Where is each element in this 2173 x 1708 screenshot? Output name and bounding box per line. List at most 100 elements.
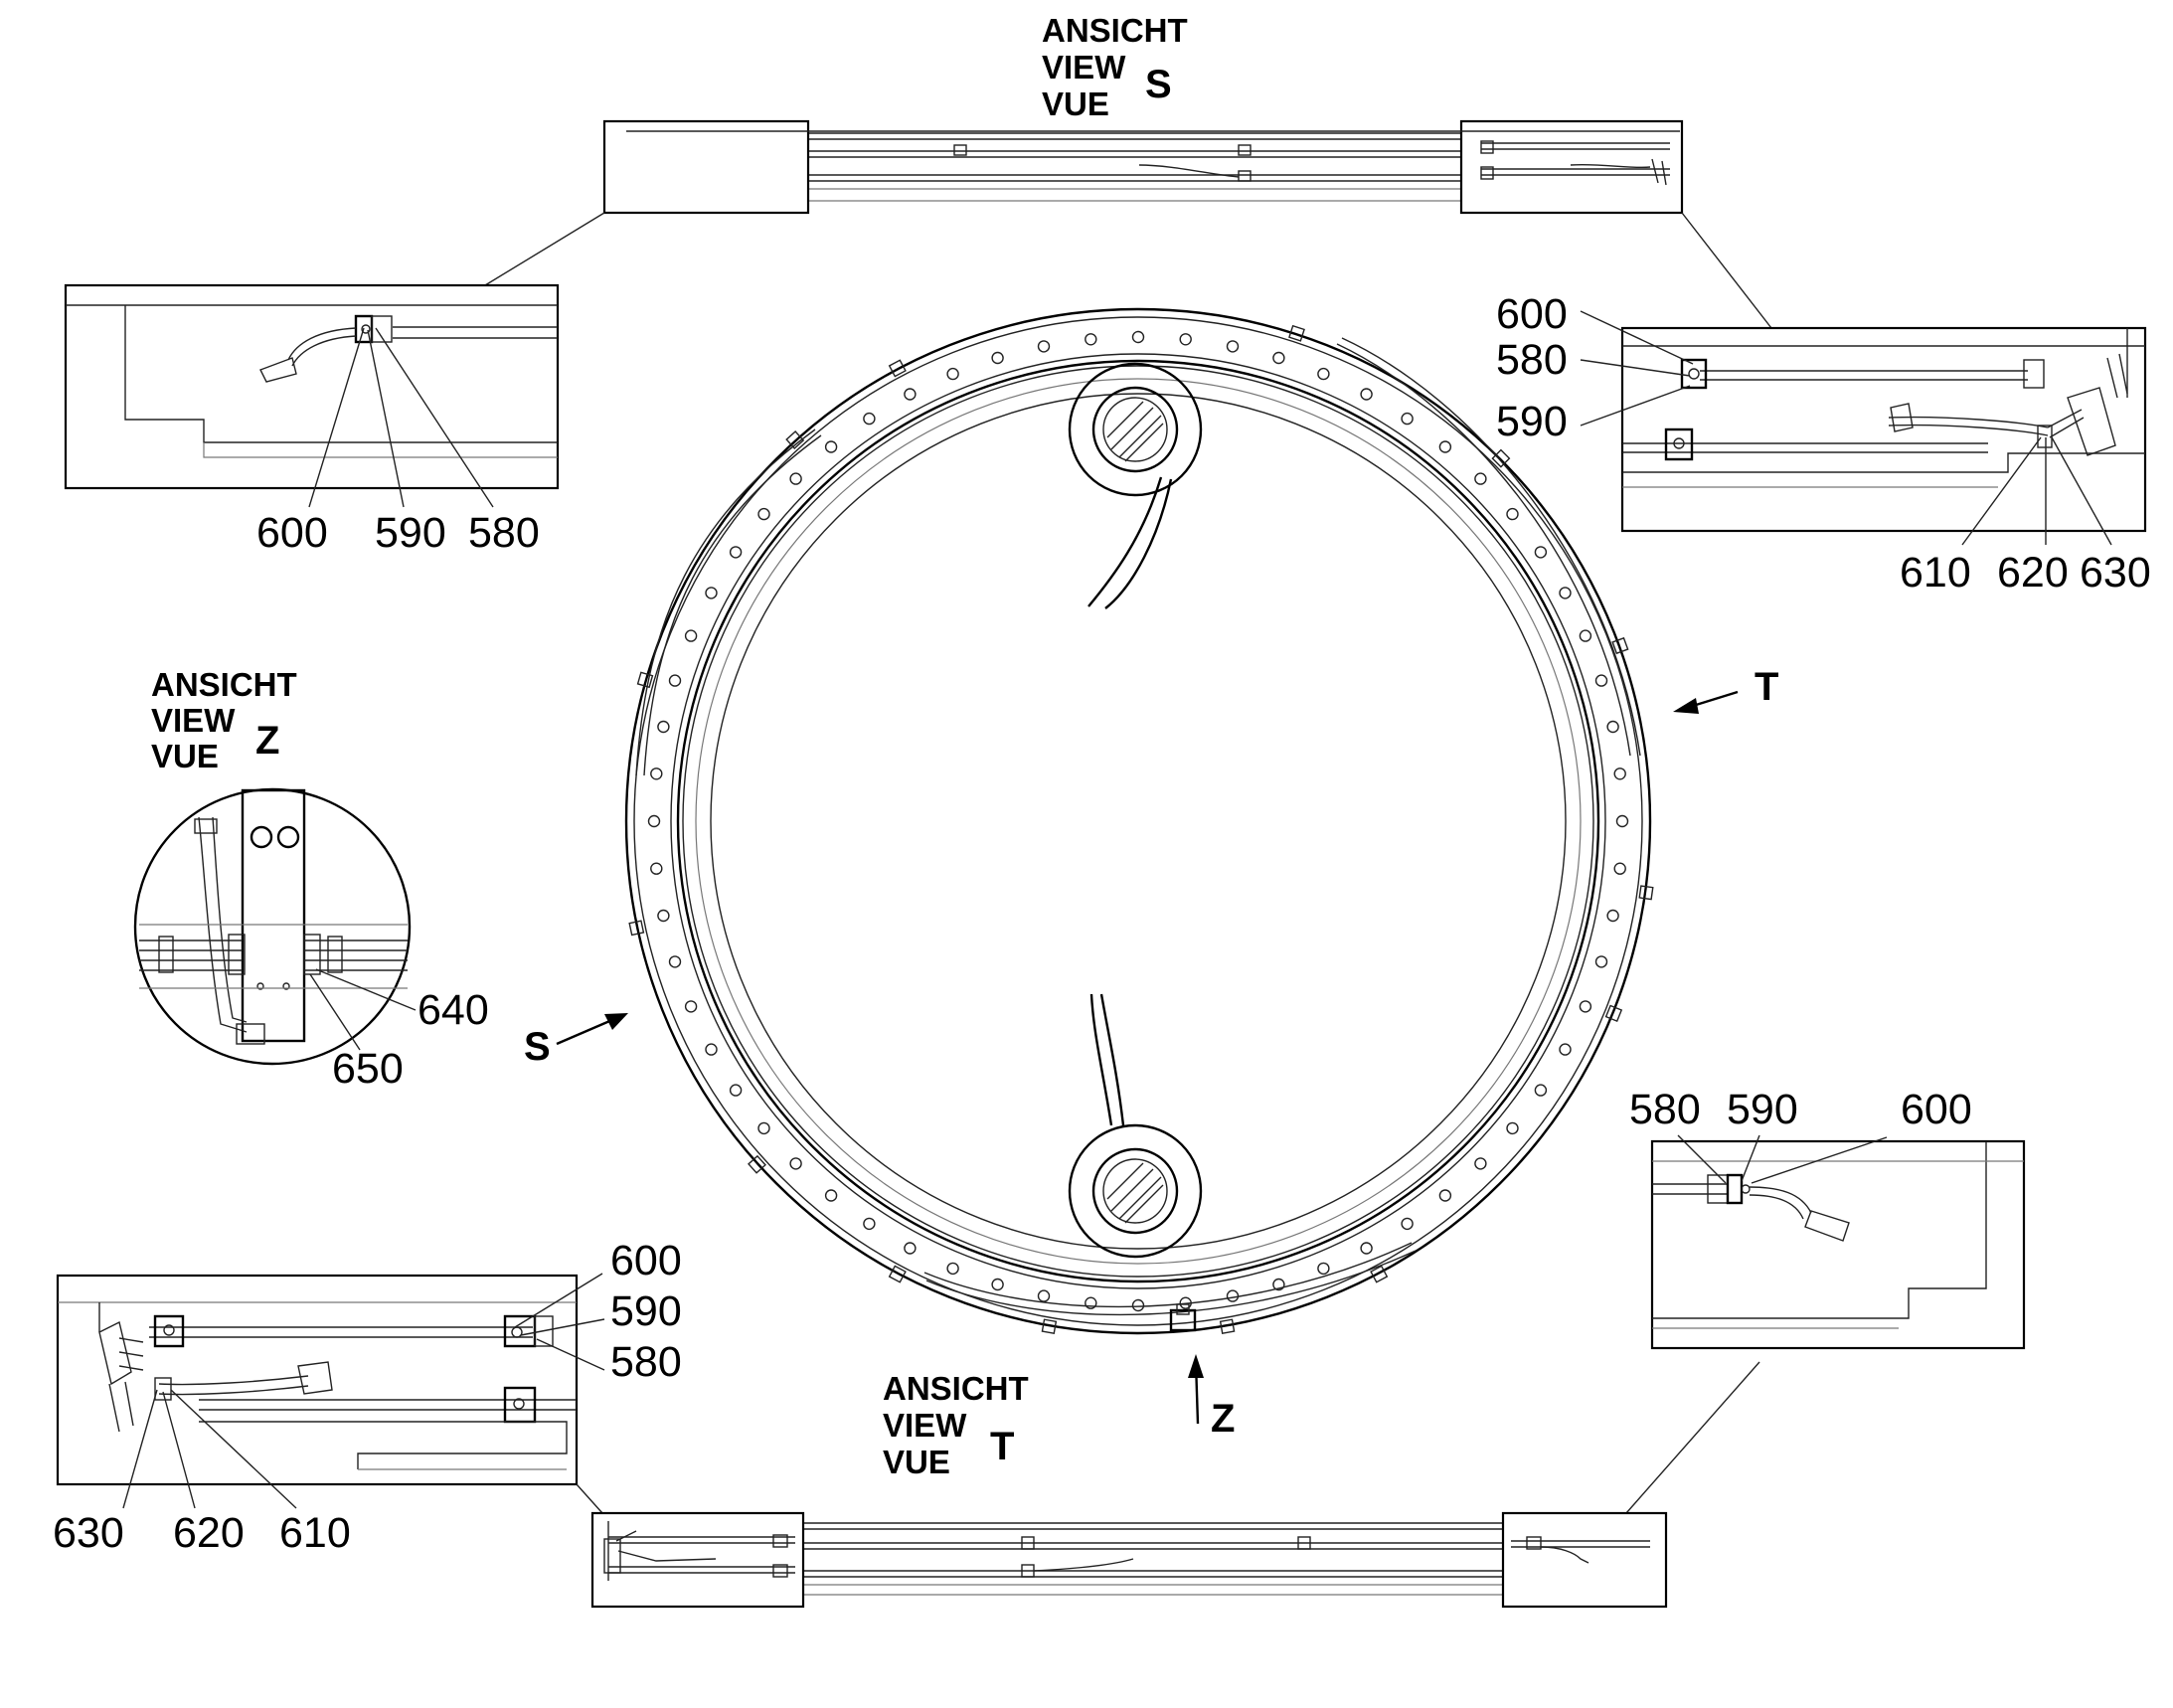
- bolt-hole: [1401, 412, 1414, 426]
- bolt-hole: [1131, 1298, 1145, 1312]
- callout-tl-590: 590: [375, 509, 446, 557]
- callout-bl-590: 590: [610, 1287, 682, 1335]
- bolt-hole: [1594, 674, 1608, 687]
- ring-clamp: [1638, 885, 1654, 901]
- callout-tr-600: 600: [1496, 290, 1568, 338]
- detail-bottom-right: 580 590 600: [1629, 1086, 2026, 1350]
- view-s-word-2: VIEW: [1042, 49, 1126, 85]
- ring-clamps: [628, 324, 1654, 1334]
- view-t-letter: T: [990, 1425, 1014, 1468]
- bolt-hole: [757, 1121, 770, 1135]
- arrow-z-letter: Z: [1211, 1397, 1235, 1441]
- view-s-title: ANSICHT VIEW VUE S: [1042, 12, 1188, 122]
- bolt-hole: [650, 862, 663, 875]
- upper-pin-boss: [1068, 362, 1203, 609]
- view-arrow-z: Z: [1188, 1354, 1235, 1441]
- callout-tr-630: 630: [2080, 549, 2151, 597]
- bolt-hole: [1579, 1000, 1592, 1013]
- arrow-t-letter: T: [1755, 665, 1778, 709]
- bolt-hole: [824, 1189, 838, 1202]
- bolt-hole: [1606, 909, 1619, 923]
- bolt-hole: [991, 351, 1004, 365]
- bolt-hole: [1559, 587, 1572, 599]
- ring-clamp: [1041, 1318, 1058, 1334]
- callout-bl-580: 580: [610, 1338, 682, 1386]
- callout-bl-620: 620: [173, 1509, 245, 1557]
- bolt-hole: [863, 412, 876, 426]
- ring-clamp: [1491, 448, 1511, 468]
- bolt-hole: [1226, 1289, 1240, 1302]
- view-z-title: ANSICHT VIEW VUE Z: [151, 666, 297, 774]
- ring-clamp: [1219, 1318, 1236, 1334]
- bolt-hole: [1579, 629, 1592, 642]
- bolt-hole: [705, 1043, 718, 1056]
- arrow-s-letter: S: [524, 1025, 551, 1069]
- bolt-hole: [1594, 955, 1608, 968]
- bolt-hole: [1438, 1189, 1452, 1202]
- ring-clamp: [1370, 1265, 1389, 1283]
- bolt-hole: [729, 546, 743, 559]
- bolt-hole: [904, 1242, 917, 1255]
- view-z-word-2: VIEW: [151, 702, 236, 739]
- callout-br-580: 580: [1629, 1086, 1701, 1133]
- view-t-word-2: VIEW: [883, 1407, 967, 1444]
- bolt-hole: [789, 472, 802, 485]
- bolt-hole: [1179, 333, 1192, 346]
- bolt-hole: [657, 720, 670, 734]
- ring-clamp: [888, 359, 907, 378]
- bolt-hole: [1506, 507, 1519, 521]
- bolt-hole: [657, 909, 670, 923]
- bolt-hole: [668, 674, 682, 687]
- callout-tl-580: 580: [468, 509, 540, 557]
- lower-pin-boss: [1068, 993, 1203, 1259]
- callout-br-600: 600: [1901, 1086, 1972, 1133]
- view-s-letter: S: [1145, 63, 1172, 106]
- callout-bl-610: 610: [279, 1509, 351, 1557]
- ring-clamp: [628, 920, 645, 937]
- bolt-hole: [1179, 1296, 1192, 1309]
- bolt-hole: [1474, 472, 1487, 485]
- bolt-hole: [946, 1262, 959, 1276]
- ring-clamp: [1611, 636, 1629, 655]
- ring-clamp: [1604, 1004, 1623, 1023]
- bolt-hole: [668, 955, 682, 968]
- bolt-hole: [757, 507, 770, 521]
- bolt-hole: [1037, 1289, 1051, 1302]
- view-t-word-3: VUE: [883, 1444, 950, 1480]
- bolt-hole: [684, 629, 698, 642]
- bolt-hole: [1272, 351, 1285, 365]
- ring-clamp: [748, 1154, 766, 1174]
- view-t-title: ANSICHT VIEW VUE T: [883, 1370, 1029, 1480]
- bolt-hole: [1534, 546, 1548, 559]
- callout-tr-590: 590: [1496, 398, 1568, 445]
- bolt-hole: [1272, 1278, 1285, 1291]
- ring-clamp: [785, 430, 805, 449]
- bolt-hole: [1131, 330, 1145, 344]
- bolt-hole: [1360, 388, 1373, 401]
- view-z-letter: Z: [255, 719, 279, 763]
- bolt-hole: [1037, 340, 1051, 353]
- bottom-fitting: [1169, 1303, 1197, 1332]
- bolt-hole: [1506, 1121, 1519, 1135]
- ring-clamp: [1288, 324, 1305, 342]
- callout-tr-620: 620: [1997, 549, 2069, 597]
- bolt-hole: [650, 768, 663, 780]
- ring-clamp: [888, 1265, 907, 1283]
- bolt-holes: [647, 330, 1629, 1312]
- bolt-hole: [1226, 340, 1240, 353]
- bolt-hole: [863, 1217, 876, 1231]
- view-s-word-1: ANSICHT: [1042, 12, 1188, 49]
- detail-top-left: 600 590 580: [64, 283, 560, 557]
- view-arrow-t: T: [1673, 665, 1778, 714]
- bolt-hole: [991, 1278, 1004, 1291]
- view-t-word-1: ANSICHT: [883, 1370, 1029, 1407]
- bolt-hole: [1615, 814, 1629, 828]
- bolt-hole: [1534, 1084, 1548, 1097]
- bolt-hole: [1438, 440, 1452, 453]
- bolt-hole: [1360, 1242, 1373, 1255]
- callout-tr-610: 610: [1900, 549, 1971, 597]
- bolt-hole: [1317, 1262, 1330, 1276]
- bolt-hole: [1606, 720, 1619, 734]
- callout-z-650: 650: [332, 1045, 404, 1093]
